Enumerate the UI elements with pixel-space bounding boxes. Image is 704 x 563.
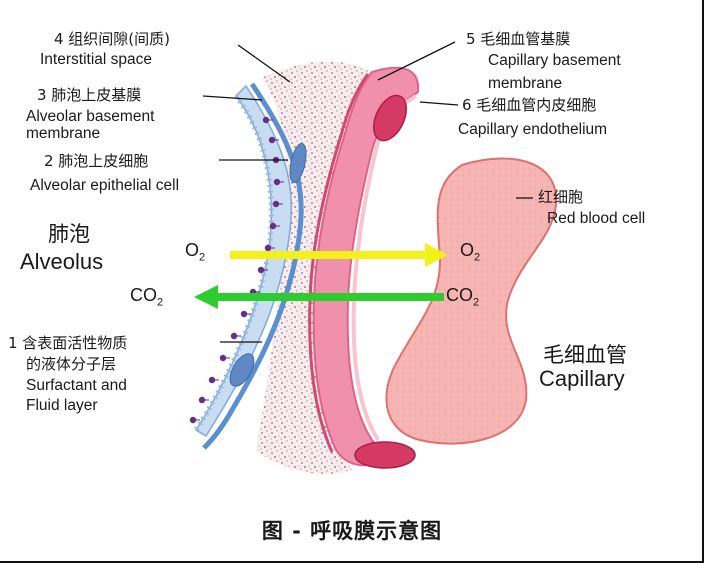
label-capillary-basement-en2: membrane xyxy=(488,75,563,92)
label-capillary-cn: 毛细血管 xyxy=(543,343,627,367)
label-red-blood-cell-en: Red blood cell xyxy=(547,210,646,227)
surfactant-bead xyxy=(264,244,272,252)
label-alveolus-cn: 肺泡 xyxy=(48,222,90,246)
figure-caption: 图 - 呼吸膜示意图 xyxy=(261,519,443,543)
endothelial-nucleus-upper xyxy=(373,94,407,142)
surfactant-fluid-edge xyxy=(193,94,274,432)
label-capillary-basement-en1: Capillary basement xyxy=(488,52,621,69)
label-surfactant-en1: Surfactant and xyxy=(26,377,127,394)
label-interstitial-cn: 4 组织间隙(间质) xyxy=(54,30,171,48)
surfactant-bead xyxy=(189,416,197,424)
capillary-basement-membrane xyxy=(308,73,370,453)
label-capillary-basement-cn: 5 毛细血管基膜 xyxy=(466,30,571,48)
surfactant-bead xyxy=(219,354,227,362)
label-alveolar-basement-cn: 3 肺泡上皮基膜 xyxy=(37,86,142,104)
co2-left-label: CO2 xyxy=(130,285,164,309)
label-leader-lines xyxy=(202,41,533,343)
surfactant-bead xyxy=(230,332,238,340)
epithelial-nucleus-lower xyxy=(229,353,255,387)
o2-left-label: O2 xyxy=(185,240,206,264)
surfactant-bead xyxy=(272,200,280,208)
o2-diffusion-arrow xyxy=(230,243,448,267)
surfactant-bead xyxy=(198,396,206,404)
label-red-blood-cell-cn: 红细胞 xyxy=(538,188,584,206)
endothelial-nucleus-lower xyxy=(354,441,416,469)
co2-diffusion-arrow xyxy=(194,285,444,309)
label-surfactant-en2: Fluid layer xyxy=(26,397,98,414)
surfactant-bead xyxy=(273,178,281,186)
label-capillary-en: Capillary xyxy=(539,366,625,391)
o2-right-label: O2 xyxy=(460,240,481,264)
surfactant-molecules xyxy=(189,116,284,424)
surfactant-bead xyxy=(269,222,277,230)
surfactant-bead xyxy=(262,116,270,124)
surfactant-bead xyxy=(240,310,248,318)
label-alveolar-basement-en1: Alveolar basement xyxy=(26,108,155,125)
label-alveolus-en: Alveolus xyxy=(20,249,104,274)
label-surfactant-cn2: 的液体分子层 xyxy=(26,355,117,373)
label-alveolar-basement-en2: membrane xyxy=(26,125,101,142)
label-capillary-endothelium-en: Capillary endothelium xyxy=(458,121,608,138)
label-capillary-endothelium-cn: 6 毛细血管内皮细胞 xyxy=(462,96,597,114)
co2-right-label: CO2 xyxy=(446,285,480,309)
label-alveolar-epithelial-cn: 2 肺泡上皮细胞 xyxy=(44,152,149,170)
surfactant-bead xyxy=(257,266,265,274)
epithelial-nucleus-upper xyxy=(289,142,307,184)
red-blood-cell-shape xyxy=(385,157,558,445)
label-surfactant-cn1: 1 含表面活性物质 xyxy=(8,334,128,352)
label-alveolar-epithelial-en: Alveolar epithelial cell xyxy=(30,177,180,194)
label-interstitial-en: Interstitial space xyxy=(40,51,152,68)
surfactant-bead xyxy=(208,376,216,384)
surfactant-bead xyxy=(268,136,276,144)
